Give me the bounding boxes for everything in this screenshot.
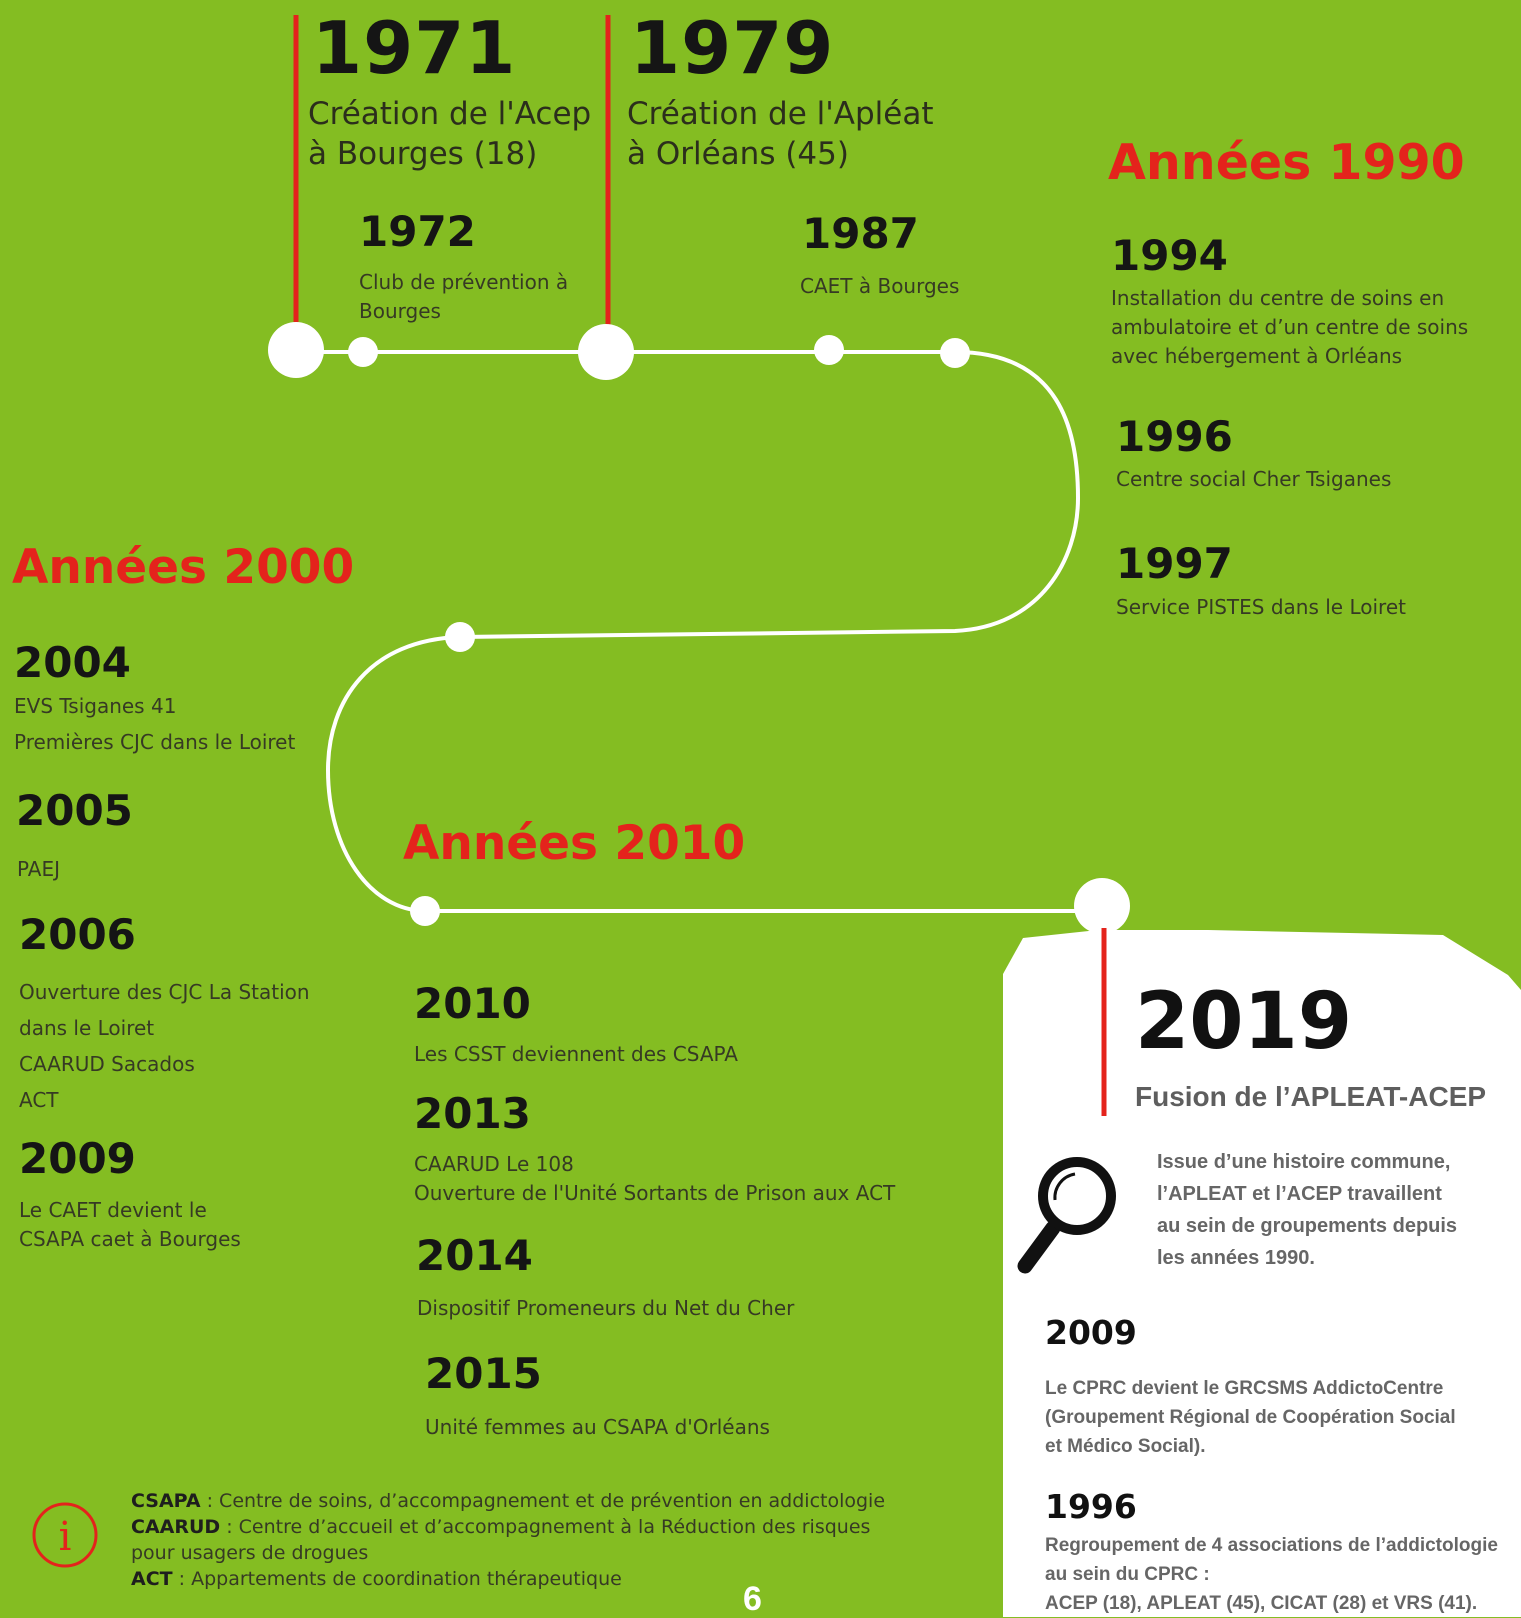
glossary-csapa: CSAPA : Centre de soins, d’accompagnemen… [131,1488,885,1514]
milestone-1996-desc: Centre social Cher Tsiganes [1116,467,1392,491]
milestone-2014-desc: Dispositif Promeneurs du Net du Cher [417,1296,795,1320]
milestone-1994-year: 1994 [1111,231,1228,280]
milestone-2015-year: 2015 [425,1349,542,1398]
glossary: CSAPA : Centre de soins, d’accompagnemen… [131,1488,885,1592]
milestone-1971-line2: à Bourges (18) [308,136,538,172]
card-intro-line: au sein de groupements depuis [1157,1215,1458,1237]
timeline-dot-1990s [940,338,970,368]
milestone-2013-line1: CAARUD Le 108 [414,1152,574,1176]
glossary-text: : Centre de soins, d’accompagnement et d… [200,1490,886,1512]
milestone-1987-desc: CAET à Bourges [800,274,960,298]
glossary-abbr: ACT [131,1568,173,1590]
milestone-1971-desc: Création de l'Acep à Bourges (18) [308,94,591,174]
card-intro-line: les années 1990. [1157,1247,1315,1269]
milestone-2010-desc: Les CSST deviennent des CSAPA [414,1042,738,1066]
card-2009-desc: Le CPRC devient le GRCSMS AddictoCentre … [1045,1374,1456,1461]
milestone-2004-line1: EVS Tsiganes 41 [14,694,177,718]
milestone-2006-line2: dans le Loiret [19,1016,155,1040]
milestone-1972-desc: Club de prévention à Bourges [359,268,568,326]
card-2009-line: Le CPRC devient le GRCSMS AddictoCentre [1045,1378,1444,1399]
page-number: 6 [743,1580,762,1618]
milestone-2004-year: 2004 [14,638,131,687]
milestone-1979-desc: Création de l'Apléat à Orléans (45) [627,94,933,174]
milestone-1972-line1: Club de prévention à [359,270,569,294]
card-subtitle: Fusion de l’APLEAT-ACEP [1135,1081,1487,1112]
card-1996-desc: Regroupement de 4 associations de l’addi… [1045,1531,1498,1618]
card-1996-line: Regroupement de 4 associations de l’addi… [1045,1535,1498,1556]
milestone-2006-line1: Ouverture des CJC La Station [19,980,310,1004]
milestone-1997-year: 1997 [1116,539,1233,588]
milestone-2006-year: 2006 [19,910,136,959]
milestone-2009-line2: CSAPA caet à Bourges [19,1227,241,1251]
milestone-1972-year: 1972 [359,207,476,256]
milestone-2006-line4: ACT [19,1088,59,1112]
timeline-dot-1979 [578,324,634,380]
decade-2010-title: Années 2010 [403,816,746,871]
milestone-1971-year: 1971 [312,6,517,90]
milestone-1996-year: 1996 [1116,412,1233,461]
milestone-2013-year: 2013 [414,1089,531,1138]
milestone-2013-line2: Ouverture de l'Unité Sortants de Prison … [414,1181,896,1205]
glossary-act: ACT : Appartements de coordination théra… [131,1566,885,1592]
milestone-1971-line1: Création de l'Acep [308,96,592,132]
decade-2000-title: Années 2000 [12,540,355,595]
milestone-2009-desc: Le CAET devient le CSAPA caet à Bourges [19,1196,241,1254]
card-intro-line: l’APLEAT et l’ACEP travaillent [1157,1183,1442,1205]
glossary-text: : Centre d’accueil et d’accompagnement à… [220,1516,871,1538]
milestone-1979-year: 1979 [630,6,835,90]
milestone-2014-year: 2014 [416,1231,533,1280]
card-1996-year: 1996 [1045,1487,1137,1526]
milestone-2010-year: 2010 [414,979,531,1028]
milestone-2005-desc: PAEJ [17,857,60,881]
svg-text:i: i [59,1514,72,1560]
card-2009-line: et Médico Social). [1045,1436,1206,1457]
card-intro-line: Issue d’une histoire commune, [1157,1151,1451,1173]
milestone-2004-desc: EVS Tsiganes 41 Premières CJC dans le Lo… [14,688,295,760]
timeline-dot-2019 [1074,878,1130,934]
milestone-1994-line3: avec hébergement à Orléans [1111,344,1403,368]
info-icon: i [30,1500,100,1570]
card-2009-line: (Groupement Régional de Coopération Soci… [1045,1407,1456,1428]
milestone-1997-desc: Service PISTES dans le Loiret [1116,595,1406,619]
timeline-dot-2010s [410,896,440,926]
milestone-1979-line1: Création de l'Apléat [627,96,934,132]
milestone-1979-line2: à Orléans (45) [627,136,849,172]
milestone-2013-desc: CAARUD Le 108 Ouverture de l'Unité Sorta… [414,1150,895,1208]
card-intro: Issue d’une histoire commune, l’APLEAT e… [1157,1146,1457,1274]
glossary-caarud: CAARUD : Centre d’accueil et d’accompagn… [131,1514,885,1540]
decade-1990-title: Années 1990 [1108,134,1465,191]
glossary-abbr: CSAPA [131,1490,201,1512]
milestone-2009-line1: Le CAET devient le [19,1198,207,1222]
timeline-dot-1987 [814,335,844,365]
fusion-card [1003,930,1521,1617]
milestone-1994-line2: ambulatoire et d’un centre de soins [1111,315,1469,339]
milestone-1987-year: 1987 [802,209,919,258]
card-2009-year: 2009 [1045,1313,1137,1352]
milestone-2009-year: 2009 [19,1134,136,1183]
milestone-1994-line1: Installation du centre de soins en [1111,286,1445,310]
glossary-caarud-cont: pour usagers de drogues [131,1540,885,1566]
timeline-dot-2000s [445,622,475,652]
glossary-text: : Appartements de coordination thérapeut… [172,1568,622,1590]
glossary-abbr: CAARUD [131,1516,221,1538]
milestone-1994-desc: Installation du centre de soins en ambul… [1111,284,1468,371]
card-year: 2019 [1135,977,1353,1067]
card-red-line [1101,928,1107,1116]
milestone-2004-line2: Premières CJC dans le Loiret [14,730,296,754]
magnifier-icon [1015,1148,1125,1278]
card-1996-line: au sein du CPRC : [1045,1564,1210,1585]
milestone-2005-year: 2005 [16,786,133,835]
card-1996-line: ACEP (18), APLEAT (45), CICAT (28) et VR… [1045,1593,1478,1614]
milestone-2006-desc: Ouverture des CJC La Station dans le Loi… [19,974,310,1118]
timeline-dot-1972 [348,337,378,367]
glossary-text: pour usagers de drogues [131,1542,369,1564]
milestone-2015-desc: Unité femmes au CSAPA d'Orléans [425,1415,770,1439]
milestone-1972-line2: Bourges [359,299,441,323]
timeline-dot-1971 [268,322,324,378]
milestone-2006-line3: CAARUD Sacados [19,1052,195,1076]
